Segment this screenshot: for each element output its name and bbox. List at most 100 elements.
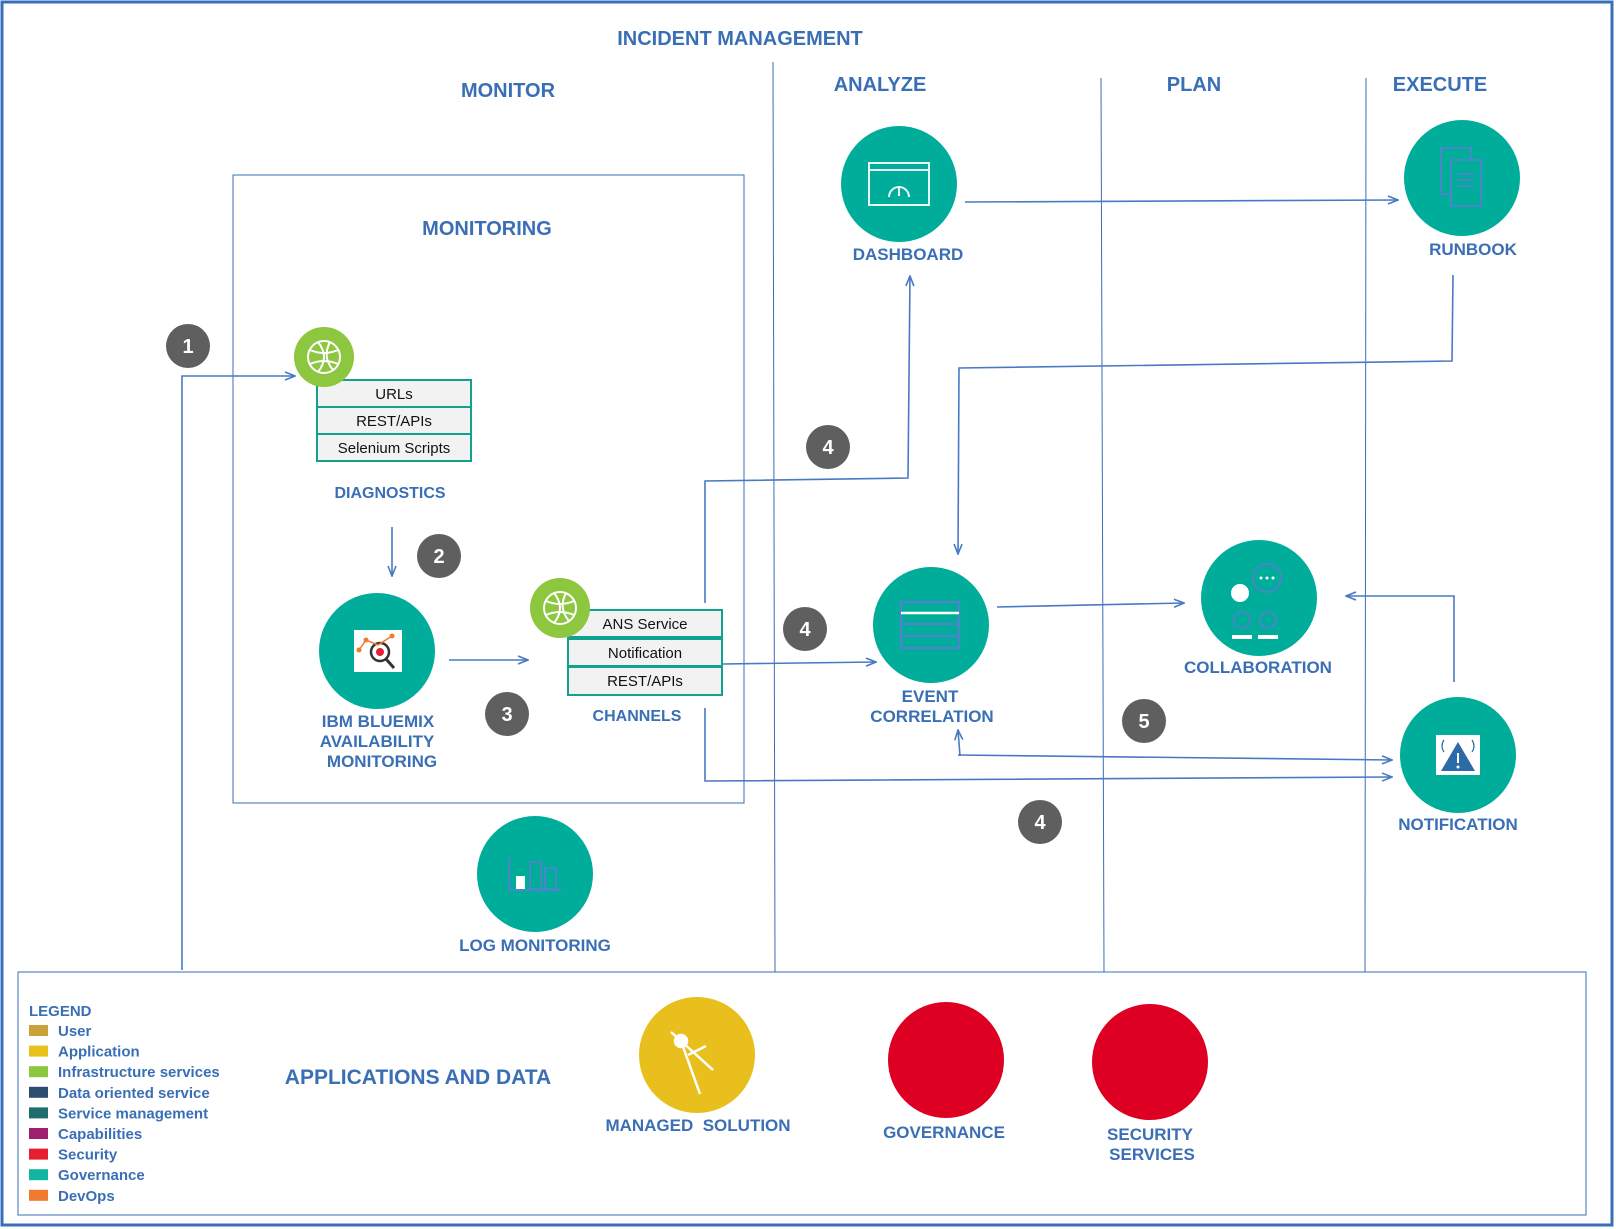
channels-row-rest[interactable] [567,666,723,696]
dashboard-label: DASHBOARD [853,245,964,264]
channels-row-notification-label: Notification [608,645,682,662]
diagnostics-label: DIAGNOSTICS [334,485,445,502]
diagnostics-row-selenium[interactable] [316,433,472,462]
governance-node[interactable]: GOVERNANCE [883,1002,1005,1142]
step-badge-4-dashboard-label: 4 [822,437,834,459]
connector-channels-to-event-correlation [722,662,876,664]
log-monitoring-label: LOG MONITORING [459,936,611,955]
governance-label: GOVERNANCE [883,1123,1005,1142]
connector-notification-to-collaboration [1346,596,1455,682]
channels-row-ans-label: ANS Service [602,616,687,633]
legend-swatch [29,1025,48,1036]
diagnostics-row-urls-label: URLs [375,386,413,403]
legend-item-label: Service management [58,1105,208,1122]
managed-solution-node[interactable]: MANAGED SOLUTION [605,997,791,1135]
security-services-node[interactable]: SECURITY SERVICES [1092,1004,1208,1164]
legend-item-label: Security [58,1147,118,1164]
legend-swatch [29,1128,48,1139]
legend-item-label: Governance [58,1167,145,1184]
applications-data-title: APPLICATIONS AND DATA [285,1066,551,1089]
connector-channels-to-dashboard [704,276,910,603]
legend-item-label: Infrastructure services [58,1064,220,1081]
bar-chart-icon [508,857,562,891]
step-badge-5-label: 5 [1138,711,1149,733]
applications-data-box [17,971,1587,1216]
connector-notification-to-event [958,730,960,757]
phase-execute: EXECUTE [1393,74,1487,96]
connector-dashboard-to-runbook [964,200,1398,202]
legend-item-label: Data oriented service [58,1085,210,1102]
dashboard-node[interactable]: DASHBOARD [841,126,963,264]
monitoring-box [232,174,745,804]
notification-node[interactable]: NOTIFICATION [1398,697,1518,834]
diagnostics-row-selenium-label: Selenium Scripts [338,440,451,457]
legend-swatch [29,1107,48,1119]
globe-icon [543,591,577,625]
legend-title: LEGEND [29,1003,92,1020]
runbook-label: RUNBOOK [1429,240,1518,259]
channels-label: CHANNELS [593,708,682,725]
step-badge-2: 2 [417,534,461,578]
diagnostics-group: URLs REST/APIs Selenium Scripts DIAGNOST… [294,327,472,502]
legend-swatch [29,1169,48,1181]
connector-event-correlation-to-collaboration [996,603,1184,607]
step-badge-3: 3 [485,692,529,736]
legend-swatch [29,1148,48,1160]
collaboration-circle [1201,540,1317,656]
managed-solution-label: MANAGED SOLUTION [605,1116,790,1135]
step-badge-4-notification-label: 4 [1034,812,1046,834]
security-services-circle [1092,1004,1208,1120]
legend-item-label: User [58,1023,92,1040]
step-badge-1-label: 1 [182,336,193,358]
collaboration-label: COLLABORATION [1184,658,1332,677]
phase-plan: PLAN [1167,74,1221,96]
phase-analyze: ANALYZE [834,74,927,96]
divider-analyze-plan [1100,77,1105,973]
legend-item-label: DevOps [58,1188,115,1205]
step-badge-3-label: 3 [501,704,512,726]
connector-event-to-notification [957,754,1392,760]
warning-icon [1436,735,1480,775]
legend-item-label: Capabilities [58,1126,142,1143]
security-services-label-line1: SECURITY [1107,1125,1194,1144]
event-correlation-node[interactable]: EVENT CORRELATION [870,567,994,726]
monitoring-box-title: MONITORING [422,218,552,240]
step-badge-4-notification: 4 [1018,800,1062,844]
globe-icon [307,340,341,374]
bluemix-node[interactable]: IBM BLUEMIX AVAILABILITY MONITORING [319,593,437,771]
document-stack-icon [1440,147,1482,207]
diagnostics-row-rest-label: REST/APIs [356,413,432,430]
event-correlation-label-line2: CORRELATION [870,707,993,726]
step-badge-4-event: 4 [783,607,827,651]
step-badge-1: 1 [166,324,210,368]
log-monitoring-circle [477,816,593,932]
runbook-node[interactable]: RUNBOOK [1404,120,1520,259]
legend-item-label: Application [58,1044,140,1061]
divider-monitor-analyze [772,61,776,973]
step-badge-4-event-label: 4 [799,619,811,641]
legend-swatch [29,1086,48,1098]
log-monitoring-node[interactable]: LOG MONITORING [459,816,611,955]
event-correlation-label-line1: EVENT [902,687,959,706]
compass-tool-icon [670,1031,714,1095]
notification-label: NOTIFICATION [1398,815,1518,834]
legend-swatch [29,1189,48,1201]
dashboard-circle [841,126,957,242]
bluemix-label-line1: IBM BLUEMIX [322,712,435,731]
dashboard-gauge-icon [868,162,930,206]
diagram-title: INCIDENT MANAGEMENT [617,28,863,50]
bluemix-label-line2: AVAILABILITY [320,732,435,751]
diagnostics-row-rest[interactable] [316,406,472,435]
table-icon [899,600,961,650]
security-services-label-line2: SERVICES [1109,1145,1195,1164]
step-badge-2-label: 2 [433,546,444,568]
phase-monitor: MONITOR [461,80,556,102]
channels-row-notification[interactable] [567,638,723,667]
collaboration-node[interactable]: COLLABORATION [1184,540,1332,677]
legend-swatch [29,1066,48,1078]
connector-channels-to-notification [704,708,1392,782]
